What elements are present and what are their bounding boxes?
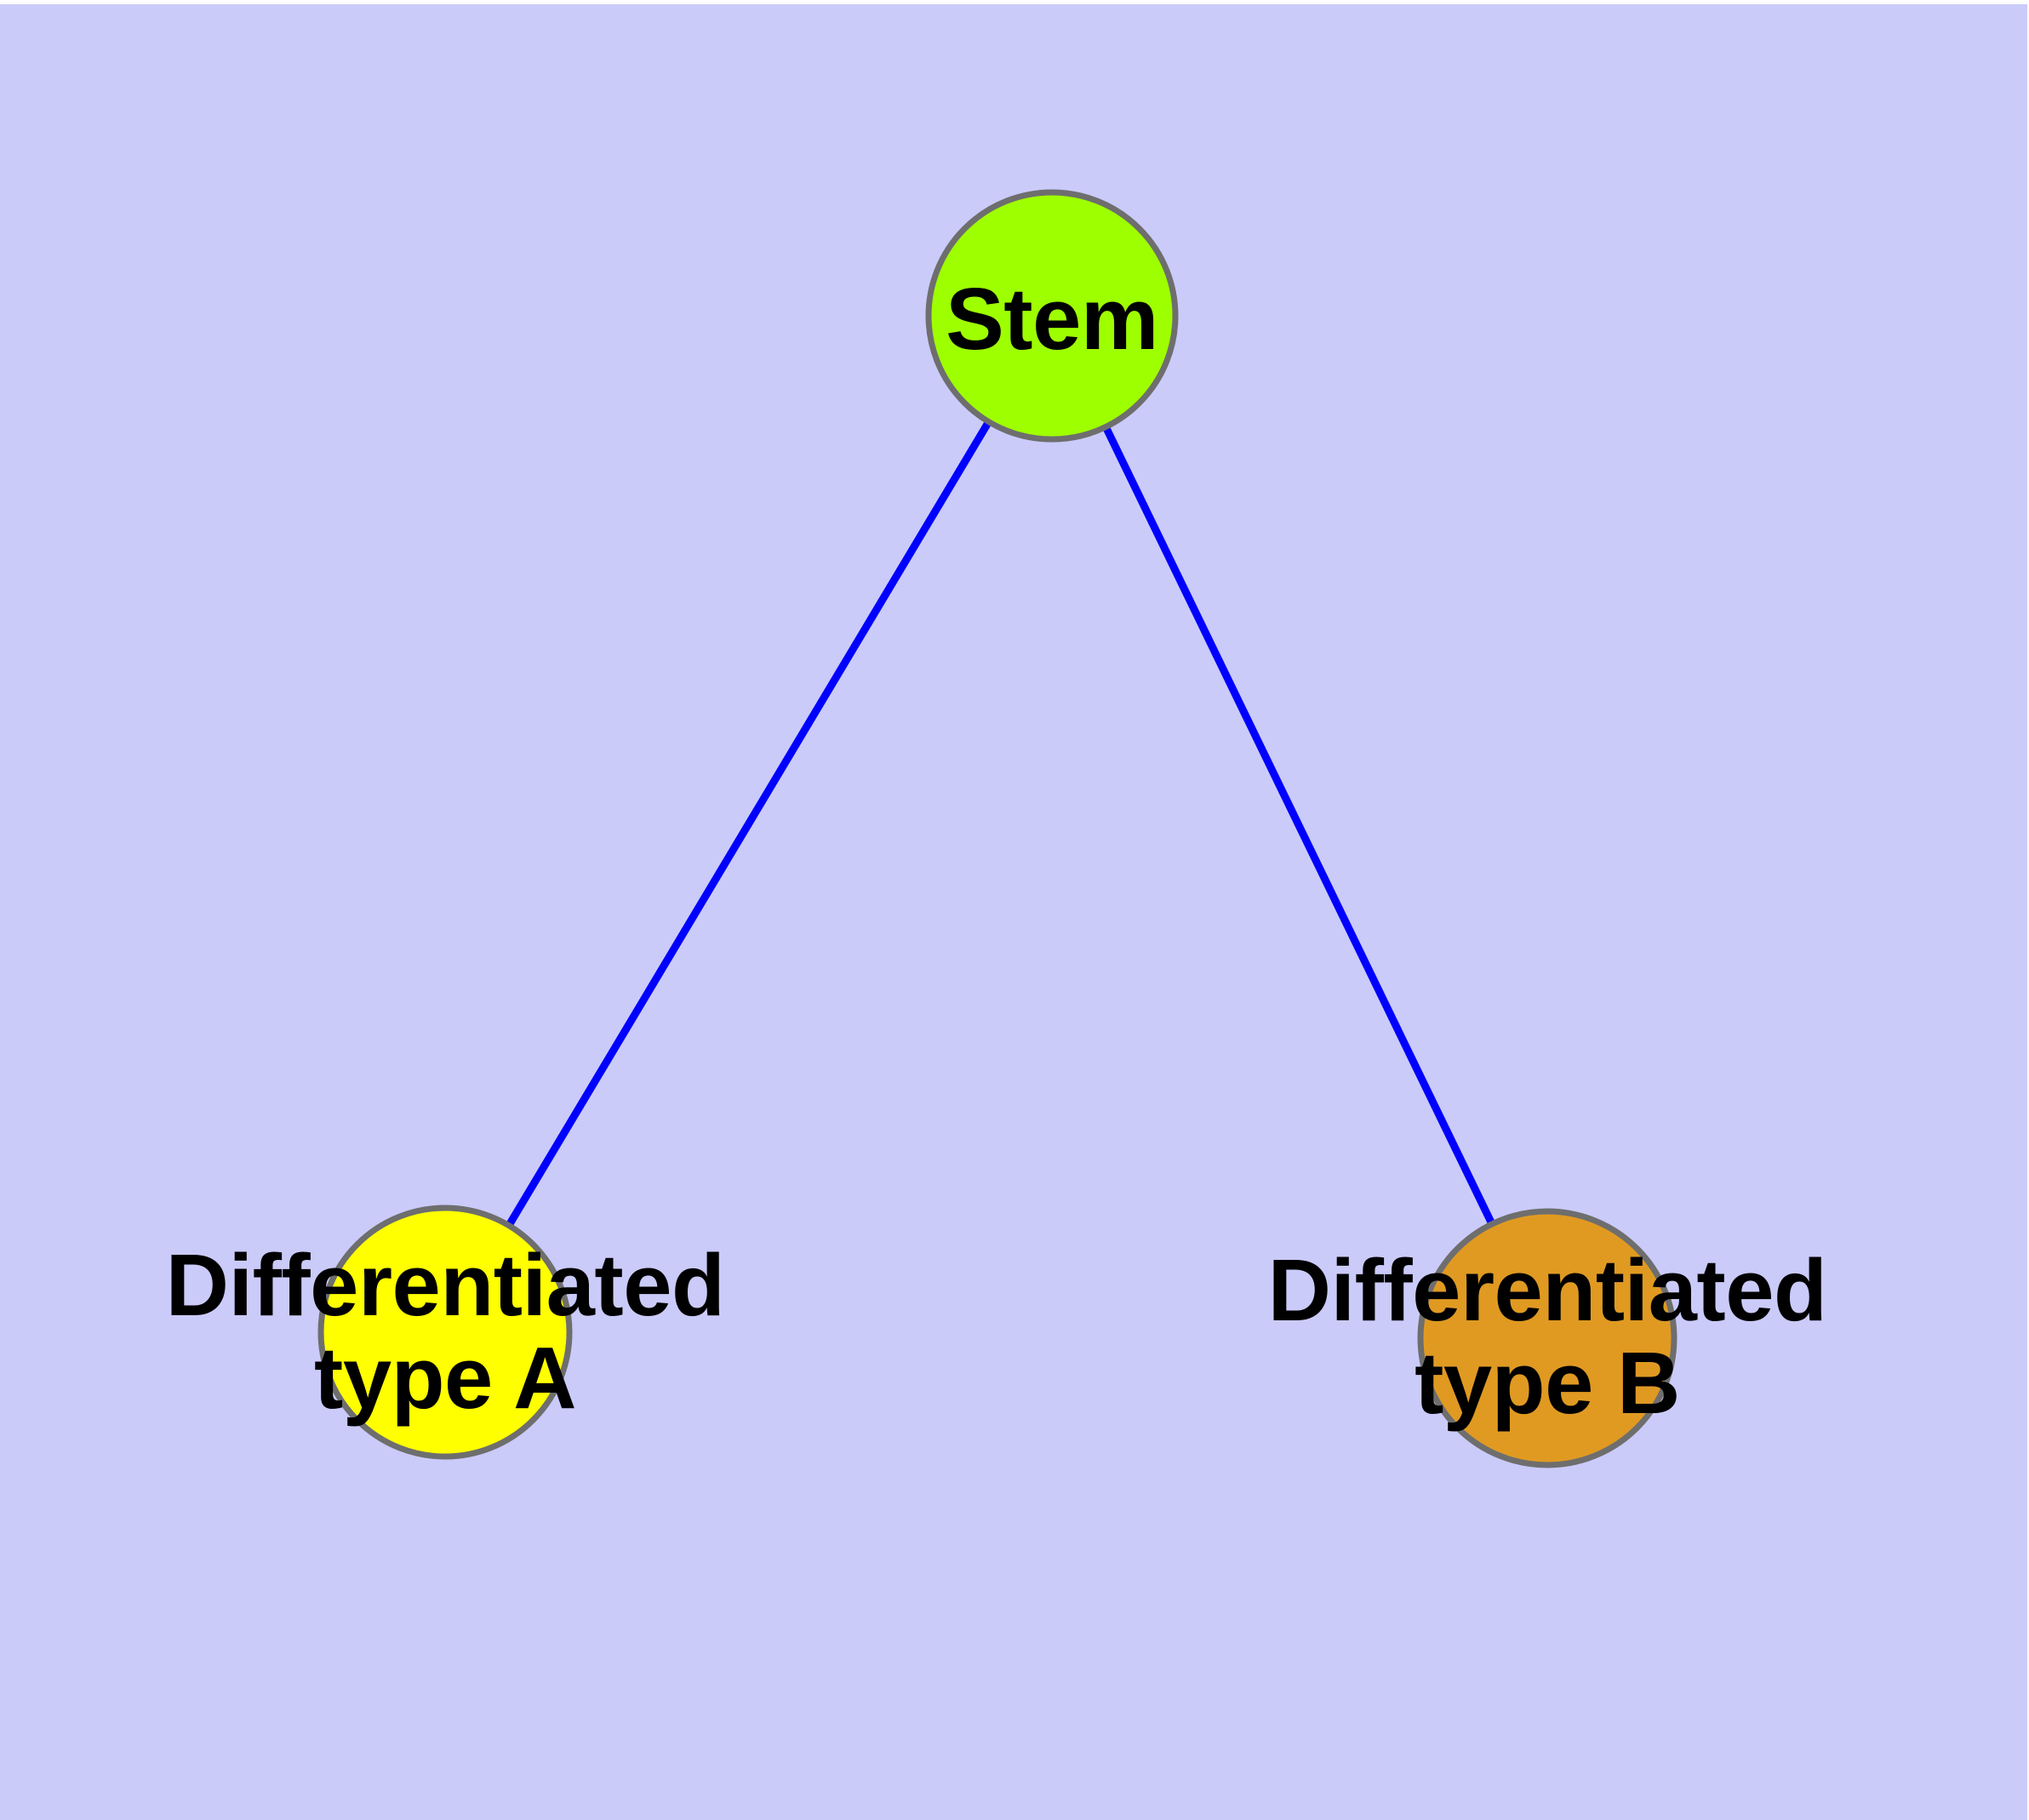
node-layer [317, 189, 1677, 1468]
node-differentiated-type-a[interactable] [317, 1205, 573, 1460]
edge-stem-to-differentiated-type-b[interactable] [1048, 314, 1552, 1340]
edge-layer [442, 313, 1552, 1340]
node-link-graph [317, 189, 1677, 1468]
node-differentiated-type-b[interactable] [1417, 1208, 1677, 1468]
node-stem[interactable] [925, 189, 1179, 443]
edge-stem-to-differentiated-type-a[interactable] [442, 313, 1055, 1335]
